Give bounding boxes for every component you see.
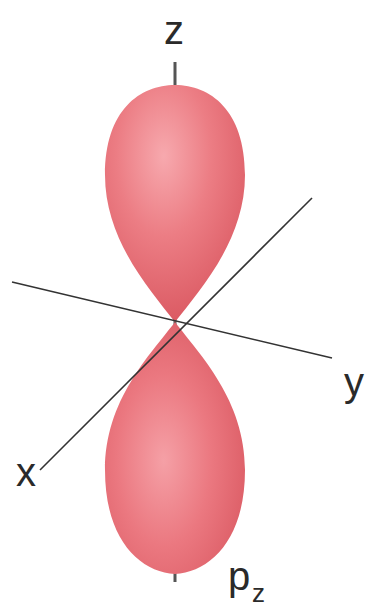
orbital-subscript: z <box>252 580 265 606</box>
axis-label: z <box>164 10 184 50</box>
axis-label: y <box>344 362 364 402</box>
x-axis <box>40 198 312 470</box>
lower-lobe <box>105 322 245 574</box>
y-axis <box>12 282 332 358</box>
orbital-label: p <box>228 556 250 596</box>
axis-label: x <box>16 452 36 492</box>
